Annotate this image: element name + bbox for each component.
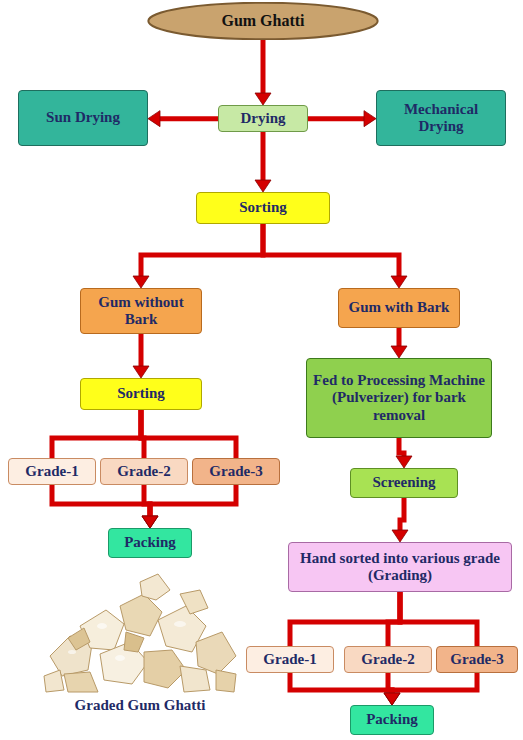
flow-arrow [290,592,400,646]
node-text: Gum without Bark [87,294,195,329]
process-box: Fed to Processing Machine (Pulverizer) f… [306,358,492,438]
flow-arrow [396,438,412,468]
flow-arrow [400,592,477,646]
flow-arrow [255,40,271,105]
node-text: Packing [366,711,418,728]
flow-line [399,438,404,458]
node-text: Fed to Processing Machine (Pulverizer) f… [313,372,485,424]
flow-line [141,410,236,458]
flow-arrow [392,498,408,542]
sorting-box: Sorting [196,192,330,224]
node-text: Grade-3 [209,463,262,480]
gum-crystals-photo [40,566,240,694]
sorting-box: Sorting [80,378,202,410]
grade-box: Grade-3 [192,458,280,485]
flow-line [150,485,236,518]
arrow-head [255,180,271,192]
flow-line [400,592,477,646]
flow-line [52,485,150,518]
node-text: Grade-1 [263,651,316,668]
node-text: Grade-3 [450,651,503,668]
grade-box: Grade-1 [8,458,96,485]
flow-arrow [133,224,263,288]
flow-arrow [308,111,376,127]
flow-line [158,116,218,121]
node-text: Sorting [117,385,165,402]
arrow-head [142,516,158,528]
node-text: Hand sorted into various grade (Grading) [295,550,505,585]
grade-box: Grade-3 [436,646,518,673]
arrow-head [142,516,158,528]
source-ellipse: Gum Ghatti [146,2,380,40]
flow-line [392,673,477,695]
process-box: Screening [350,468,458,498]
node-text: Grade-2 [117,463,170,480]
flow-arrow [52,485,158,528]
flow-arrow [290,673,400,705]
flow-arrow [133,334,149,378]
flow-arrow [391,328,407,358]
arrow-head [391,346,407,358]
drying-method-box: Mechanical Drying [376,90,506,146]
grade-box: Grade-2 [100,458,188,485]
node-text: Sun Drying [46,109,120,126]
node-text: Packing [124,534,176,551]
image-caption: Graded Gum Ghatti [40,697,240,714]
category-box: Gum with Bark [338,288,460,328]
flow-arrow [141,410,236,458]
node-text: Gum with Bark [349,299,450,316]
arrow-head [133,276,149,288]
flow-line [261,132,266,182]
node-text: Mechanical Drying [383,101,499,136]
grade-box: Grade-2 [344,646,432,673]
arrow-head [392,530,408,542]
flow-line [263,224,399,278]
flow-arrow [142,485,236,528]
packing-box: Packing [350,705,434,735]
node-text: Screening [372,474,435,491]
arrow-head [148,111,160,127]
flow-arrow [255,132,271,192]
arrow-head [133,366,149,378]
flow-line [141,224,263,278]
node-text: Gum Ghatti [221,12,304,30]
flow-line [139,334,144,368]
flow-line [308,116,366,121]
grade-box: Grade-1 [246,646,334,673]
flow-arrow [384,673,477,705]
arrow-head [384,693,400,705]
node-text: Drying [241,110,286,127]
flow-arrow [148,111,218,127]
flow-line [261,40,266,95]
node-text: Grade-2 [361,651,414,668]
flow-arrow [52,410,141,458]
arrow-head [391,276,407,288]
node-text: Grade-1 [25,463,78,480]
arrow-head [142,516,158,528]
flow-line [290,673,392,695]
arrow-head [364,111,376,127]
grading-box: Hand sorted into various grade (Grading) [288,542,512,592]
flow-line [400,498,404,532]
arrow-head [396,456,412,468]
drying-method-box: Sun Drying [18,90,148,146]
category-box: Gum without Bark [80,288,202,334]
packing-box: Packing [108,528,192,558]
arrow-head [384,693,400,705]
flow-arrow [263,224,407,288]
flow-line [290,592,400,646]
process-box: Drying [218,105,308,132]
arrow-head [255,93,271,105]
flow-line [397,328,402,348]
flow-line [52,410,141,458]
arrow-head [384,693,400,705]
node-text: Sorting [239,199,287,216]
